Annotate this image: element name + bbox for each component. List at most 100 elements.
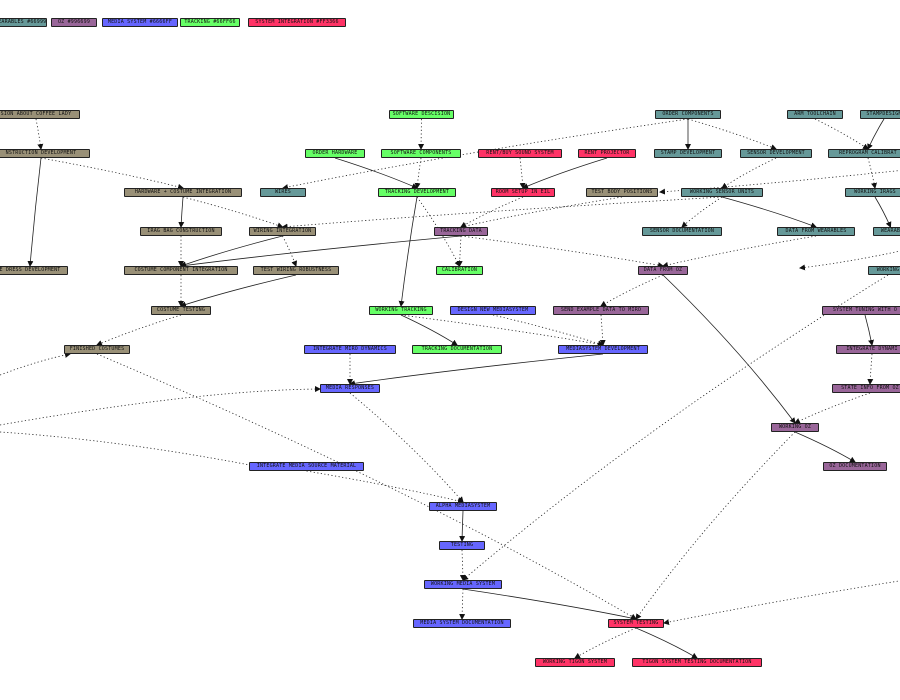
edge-trackdata-to-dataoz xyxy=(460,235,664,269)
edge-testbody-to-trackdata xyxy=(460,196,623,229)
edge-testwiring-to-costtest xyxy=(180,274,297,308)
edge-mediaresp-to-alphams xyxy=(349,392,464,503)
node-tracking-documentation[interactable]: TRACKING DOCUMENTATION xyxy=(412,345,502,354)
edge-worktrack-to-trackdoc xyxy=(400,314,458,346)
node-stamp-design[interactable]: STAMPDESIGN xyxy=(860,110,900,119)
node-integrate-dynamics[interactable]: INTEGRATE DYNAMI xyxy=(836,345,900,354)
node-mediasystem-development[interactable]: MEDIASYSTEM DEVELOPMENT xyxy=(558,345,648,354)
legend-media: MEDIA SYSTEM #6666FF xyxy=(102,18,178,27)
node-dress-development[interactable]: E DRESS DEVELOPMENT xyxy=(0,266,68,275)
node-system-testing[interactable]: SYSTEM TESTING xyxy=(608,619,664,628)
node-order-hardware[interactable]: ORDER HARDWARE xyxy=(305,149,365,158)
edge-constr-to-dress xyxy=(27,157,42,267)
node-coffee-lady-discussion[interactable]: SION ABOUT COFFEE LADY xyxy=(0,110,80,119)
node-data-from-wearables[interactable]: DATA FROM WEARABLES xyxy=(777,227,855,236)
edge-rentbuy-to-roomsetup xyxy=(519,157,526,189)
node-tracking-data[interactable]: TRACKING DATA xyxy=(434,227,488,236)
edge-workoz-to-ozdoc xyxy=(794,431,856,463)
node-integrate-miro-dynamics[interactable]: INTEGRATE MIRO DYNAMICS xyxy=(304,345,396,354)
legend-oz: OZ #996699 xyxy=(51,18,97,27)
edge-wiringint-to-costcomp xyxy=(180,235,283,268)
edge-wiringint-to-testwiring xyxy=(282,235,298,267)
node-media-responses[interactable]: MEDIA RESPONSES xyxy=(320,384,380,393)
node-room-setup[interactable]: ROOM SETUP IN EIL xyxy=(491,188,555,197)
node-sensor-development[interactable]: SENSOR DEVELOPMENT xyxy=(740,149,812,158)
node-testing[interactable]: TESTING xyxy=(439,541,485,550)
node-software-components[interactable]: SOFTWARE COMPONENTS xyxy=(381,149,461,158)
edge-testing-to-workms xyxy=(459,549,466,581)
node-finished-costumes[interactable]: FINISHED COSTUMES xyxy=(64,345,130,354)
node-construction-development[interactable]: NSTRUCTION DEVELOPMENT xyxy=(0,149,90,158)
node-costume-component-integration[interactable]: COSTUME COMPONENT INTEGRATION xyxy=(124,266,238,275)
node-software-decision[interactable]: SOFTWARE DESCISION xyxy=(389,110,454,119)
node-order-components[interactable]: ORDER COMPONENTS xyxy=(655,110,721,119)
node-test-wiring-robustness[interactable]: TEST WIRING ROBUSTNESS xyxy=(253,266,339,275)
edge-stateinfo-to-workoz xyxy=(794,392,871,424)
node-stamp-development[interactable]: STAMP DEVELOPMENT xyxy=(654,149,722,158)
edge-worksensor-to-wiringint xyxy=(281,196,723,230)
node-wearables[interactable]: WEARAB xyxy=(873,227,900,236)
edge-workingR-to-workms xyxy=(462,274,889,581)
node-calibration[interactable]: CALIBRATION xyxy=(436,266,483,275)
edge-msdev-to-mediaresp xyxy=(349,353,604,387)
node-arm-toolchain[interactable]: ARM TOOLCHAIN xyxy=(787,110,843,119)
edge-systune-to-integdyn xyxy=(864,314,874,346)
node-state-info-from-oz[interactable]: STATE INFO FROM OZ xyxy=(832,384,900,393)
edge-armtool-to-reprogram xyxy=(814,118,869,150)
node-irag-bag-construction[interactable]: IRAG BAG CONSTRUCTION xyxy=(140,227,222,236)
offscreen-edge-5 xyxy=(799,250,900,271)
edge-coffee-to-constr xyxy=(35,118,44,150)
edge-costtest-to-finished xyxy=(96,314,182,346)
edge-rentproj-to-roomsetup xyxy=(522,157,608,189)
node-working-media-system[interactable]: WORKING MEDIA SYSTEM xyxy=(424,580,502,589)
offscreen-edge-0 xyxy=(0,386,321,426)
node-working-oz[interactable]: WORKING OZ xyxy=(771,423,819,432)
edge-finished-to-systest xyxy=(96,353,637,620)
edge-hwcostume-to-irpack xyxy=(178,196,185,228)
edge-ordercomp-to-sensordev xyxy=(687,118,777,150)
node-working-right[interactable]: WORKING xyxy=(868,266,900,275)
node-sensor-documentation[interactable]: SENSOR DOCUMENTATION xyxy=(642,227,722,236)
node-data-from-oz[interactable]: DATA FROM OZ xyxy=(638,266,688,275)
node-tigon-testing-documentation[interactable]: TIGON SYSTEM TESTING DOCUMENTATION xyxy=(632,658,762,667)
edge-trackdev-to-calib xyxy=(416,196,460,267)
edge-sensordev-to-worksensor xyxy=(721,157,777,189)
node-media-system-documentation[interactable]: MEDIA SYSTEM DOCUMENTATION xyxy=(413,619,511,628)
node-send-example-data[interactable]: SEND EXAMPLE DATA TO MIRO xyxy=(553,306,649,315)
edge-alphams-to-testing xyxy=(459,510,466,542)
node-working-tigon-system[interactable]: WORKING TIGON SYSTEM xyxy=(535,658,615,667)
node-working-tracking[interactable]: WORKING TRACKING xyxy=(369,306,433,315)
node-oz-documentation[interactable]: OZ DOCUMENTATION xyxy=(823,462,887,471)
edge-reprogram-to-workirag xyxy=(867,157,877,189)
node-system-tuning[interactable]: SYSTEM TUNING WITH O xyxy=(822,306,900,315)
edge-sendex-to-msdev xyxy=(599,314,606,346)
node-working-sensor-units[interactable]: WORKING SENSOR UNITS xyxy=(681,188,763,197)
node-test-body-positions[interactable]: TEST BODY POSITIONS xyxy=(586,188,658,197)
edge-constr-to-hwcostume xyxy=(40,157,184,190)
node-wires[interactable]: WIRES xyxy=(260,188,306,197)
edge-dataoz-to-sendex xyxy=(600,274,664,307)
offscreen-edge-3 xyxy=(663,580,900,625)
edge-stampdesign-to-reprogram xyxy=(867,118,885,150)
node-costume-testing[interactable]: COSTUME TESTING xyxy=(151,306,211,315)
edge-trackdev-to-worktrack xyxy=(398,196,418,307)
node-hardware-costume-integration[interactable]: HARDWARE + COSTUME INTEGRATION xyxy=(124,188,242,197)
edge-systest-to-worktigon xyxy=(574,627,637,659)
node-working-irags[interactable]: WORKING IRAGS xyxy=(845,188,900,197)
node-wiring-integration[interactable]: WIRING INTEGRATION xyxy=(249,227,316,236)
node-reprogram-calibration[interactable]: REPROGRAM CALIBRAT xyxy=(828,149,900,158)
node-integrate-media-source[interactable]: INTEGRATE MEDIA SOURCE MATERIAL xyxy=(249,462,364,471)
node-rent-buy-sound-system[interactable]: RENT/BUY SOUND SYSTEM xyxy=(478,149,562,158)
node-alpha-mediasystem[interactable]: ALPHA MEDIASYSTEM xyxy=(429,502,497,511)
node-tracking-development[interactable]: TRACKING DEVELOPMENT xyxy=(378,188,456,197)
node-rent-projector[interactable]: RENT PROJECTOR xyxy=(578,149,636,158)
edge-workoz-to-systest xyxy=(635,431,796,620)
edge-integsrc-to-alphams xyxy=(306,470,464,504)
legend-wearables: WEARABLES #669999 xyxy=(0,18,47,27)
edge-dataoz-to-workoz xyxy=(662,274,796,424)
edge-roomsetup-to-trackdata xyxy=(460,196,524,228)
edge-systest-to-tigondoc xyxy=(635,627,698,659)
node-design-new-mediasystem[interactable]: DESIGN NEW MEDIASYSTEM xyxy=(450,306,536,315)
